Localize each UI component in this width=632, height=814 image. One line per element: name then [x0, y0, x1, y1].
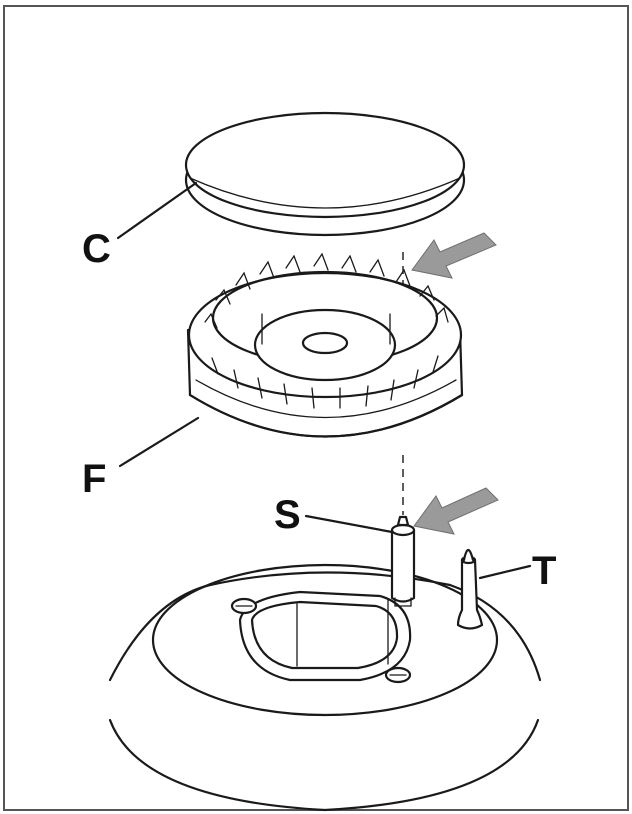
spark-plug: [390, 515, 416, 607]
leader-line-cap: [116, 181, 198, 240]
leader-line-flame-spreader: [118, 416, 200, 468]
label-cap: C: [82, 227, 111, 271]
label-spark-plug: S: [274, 493, 301, 537]
leader-line-thermocouple: [478, 564, 532, 580]
label-flame-spreader: F: [82, 457, 106, 501]
leader-line-spark-plug: [304, 514, 394, 534]
arrow-left-down-icon: [411, 232, 497, 279]
screw-right: [384, 666, 412, 684]
thermocouple: [456, 548, 484, 630]
flame-ports: [204, 252, 449, 409]
screw-left: [230, 597, 258, 615]
flame-spreader: [186, 252, 464, 438]
leader-lines: [116, 181, 532, 580]
label-thermocouple: T: [532, 549, 556, 593]
burner-base: [108, 563, 542, 812]
arrow-left-down-icon: [413, 487, 499, 535]
burner-cap: [184, 111, 466, 237]
